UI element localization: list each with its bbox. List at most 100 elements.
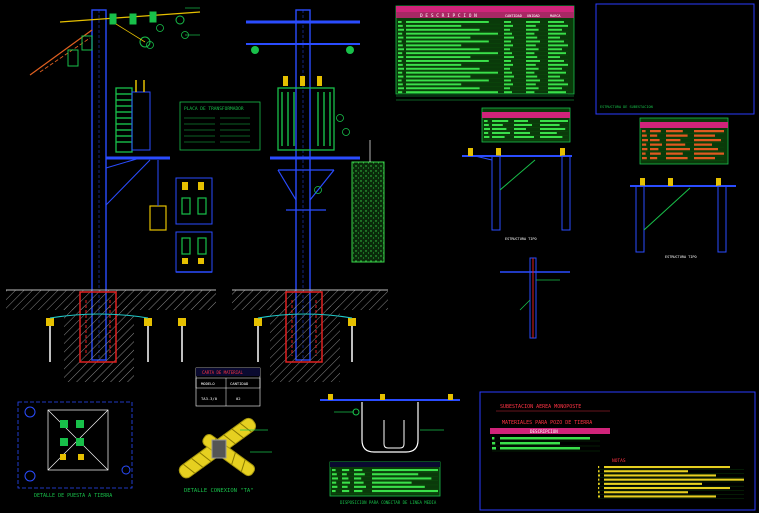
table-cell-mark	[504, 75, 514, 78]
table-cell-mark	[406, 28, 480, 31]
table-cell-mark	[514, 128, 526, 130]
table-cell-mark	[548, 79, 564, 82]
table-cell-mark	[526, 75, 538, 78]
table-cell-mark	[398, 24, 403, 27]
structure-a: ESTRUCTURA TIPO	[462, 148, 572, 241]
table-cell-mark	[666, 148, 690, 151]
table-cell-mark	[406, 56, 471, 59]
table-cell-mark	[540, 132, 557, 134]
table-cell-mark	[354, 477, 362, 480]
table-cell-mark	[492, 132, 510, 134]
table-cell-mark	[492, 120, 509, 122]
table-cell-mark	[598, 495, 600, 498]
plate-title: PLACA DE TRANSFORMADOR	[184, 106, 244, 112]
table-cell-mark	[406, 91, 498, 94]
table-cell-mark	[398, 56, 404, 59]
table-cell-mark	[526, 91, 535, 94]
table-cell-mark	[650, 130, 661, 133]
table-cell-mark	[526, 71, 535, 74]
table-cell-mark	[398, 87, 404, 90]
table-cell-mark	[504, 87, 510, 90]
table-cell-mark	[526, 56, 538, 59]
table-cell-mark	[666, 152, 683, 155]
table-cell-mark	[548, 36, 560, 39]
table-cell-mark	[604, 491, 688, 494]
connector-table-val2: 02	[236, 396, 241, 401]
structure-b-label: ESTRUCTURA TIPO	[665, 255, 697, 259]
table-cell-mark	[514, 136, 534, 138]
table-cell-mark	[398, 36, 404, 39]
table-cell-mark	[548, 32, 566, 35]
table-cell-mark	[342, 485, 348, 488]
table-cell-mark	[604, 474, 716, 477]
materials-sub: SUBESTACION AEREA MONOPOSTE	[500, 404, 581, 410]
table-cell-mark	[526, 83, 536, 86]
table-cell-mark	[598, 482, 600, 485]
frame-note: ESTRUCTURA DE SUBESTACION	[600, 105, 653, 109]
table-cell-mark	[604, 470, 688, 473]
table-cell-mark	[548, 87, 562, 90]
table-cell-mark	[332, 473, 337, 476]
table-cell-mark	[492, 447, 496, 450]
table-cell-mark	[604, 495, 716, 498]
table-cell-mark	[526, 48, 539, 51]
table-cell-mark	[398, 75, 404, 78]
top-table-brand-header: MARCA	[550, 14, 561, 18]
table-cell-mark	[398, 32, 403, 35]
transformer-plate-table: PLACA DE TRANSFORMADOR	[179, 101, 261, 151]
table-cell-mark	[354, 481, 364, 484]
table-cell-mark	[500, 447, 580, 450]
table-cell-mark	[548, 48, 562, 51]
table-cell-mark	[694, 134, 715, 137]
frame-table-rows	[642, 130, 724, 161]
table-cell-mark	[372, 485, 425, 488]
table-cell-mark	[354, 490, 363, 493]
table-cell-mark	[540, 136, 563, 138]
table-cell-mark	[666, 139, 681, 142]
table-cell-mark	[406, 75, 471, 78]
table-cell-mark	[342, 469, 350, 472]
left-pole-assembly	[6, 7, 216, 382]
table-cell-mark	[398, 40, 402, 43]
top-table-unit-header: UNIDAD	[527, 14, 540, 18]
table-cell-mark	[548, 67, 562, 70]
table-cell-mark	[372, 490, 438, 493]
main-materials-table: D E S C R I P C I O N CANTIDAD UNIDAD MA…	[395, 5, 575, 101]
title-frame-top-right	[595, 3, 755, 115]
table-cell-mark	[642, 148, 648, 151]
table-cell-mark	[406, 44, 462, 47]
connector-detail-title: DETALLE CONEXION "TA"	[184, 488, 254, 494]
table-cell-mark	[694, 139, 721, 142]
table-cell-mark	[504, 83, 513, 86]
notes-lines	[598, 466, 744, 499]
table-cell-mark	[342, 477, 349, 480]
table-cell-mark	[604, 487, 730, 490]
top-table-qty-header: CANTIDAD	[505, 14, 522, 18]
center-transformer	[277, 87, 335, 151]
table-cell-mark	[406, 71, 498, 74]
table-cell-mark	[504, 52, 512, 55]
table-cell-mark	[598, 487, 600, 490]
table-cell-mark	[526, 40, 540, 43]
table-cell-mark	[354, 469, 363, 472]
ground-detail-title: DETALLE DE PUESTA A TIERRA	[34, 493, 112, 499]
table-cell-mark	[642, 134, 647, 137]
table-cell-mark	[526, 63, 536, 66]
table-cell-mark	[642, 143, 647, 146]
table-cell-mark	[642, 157, 647, 160]
table-cell-mark	[514, 132, 530, 134]
table-cell-mark	[406, 79, 489, 82]
table-cell-mark	[650, 143, 662, 146]
table-cell-mark	[540, 120, 568, 122]
table-cell-mark	[548, 63, 568, 66]
table-cell-mark	[666, 134, 688, 137]
table-cell-mark	[406, 32, 498, 35]
center-pole-assembly	[232, 9, 388, 382]
table-cell-mark	[342, 473, 347, 476]
grounding-plan-detail: DETALLE DE PUESTA A TIERRA	[17, 401, 133, 499]
left-ground-hatch	[6, 290, 216, 310]
small-table-rows	[484, 120, 568, 140]
table-cell-mark	[342, 490, 350, 493]
table-cell-mark	[500, 437, 590, 440]
